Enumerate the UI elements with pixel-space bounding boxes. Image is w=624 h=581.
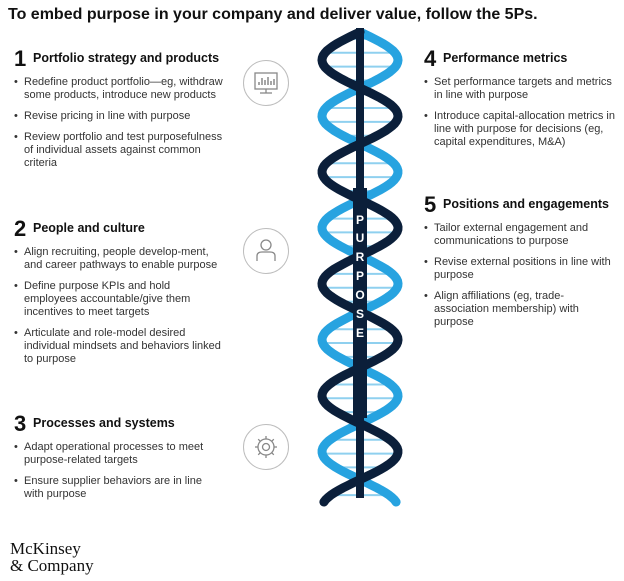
- logo-line-1: McKinsey: [10, 539, 81, 558]
- list-item: Ensure supplier behaviors are in line wi…: [14, 475, 224, 501]
- purpose-letter: O: [355, 288, 365, 302]
- purpose-letter: P: [355, 269, 364, 283]
- list-item: Tailor external engagement and communica…: [424, 222, 616, 248]
- purpose-letter: E: [355, 326, 364, 340]
- helix-core-bottom: [356, 418, 364, 498]
- list-item: Articulate and role-model desired indivi…: [14, 327, 224, 366]
- section-performance: 4 Performance metrics Set performance ta…: [424, 46, 616, 157]
- list-item: Adapt operational processes to meet purp…: [14, 441, 224, 467]
- monitor-chart-icon: [243, 60, 289, 106]
- section-title: People and culture: [33, 221, 145, 235]
- section-portfolio: 1 Portfolio strategy and products Redefi…: [14, 46, 224, 178]
- person-icon: [243, 228, 289, 274]
- section-title: Portfolio strategy and products: [33, 51, 220, 65]
- section-title: Performance metrics: [443, 51, 568, 65]
- list-item: Define purpose KPIs and hold employees a…: [14, 280, 224, 319]
- purpose-letter: R: [355, 250, 365, 264]
- list-item: Revise external positions in line with p…: [424, 256, 616, 282]
- gear-icon: [243, 424, 289, 470]
- section-number: 5: [424, 192, 437, 217]
- helix-core-top: [356, 28, 364, 188]
- list-item: Set performance targets and metrics in l…: [424, 76, 616, 102]
- list-item: Revise pricing in line with purpose: [14, 110, 224, 123]
- list-item: Align affiliations (eg, trade-associatio…: [424, 290, 616, 329]
- section-people: 2 People and culture Align recruiting, p…: [14, 216, 224, 374]
- section-number: 3: [14, 411, 27, 436]
- mckinsey-logo: McKinsey & Company: [10, 540, 94, 574]
- section-number: 2: [14, 216, 27, 241]
- list-item: Review portfolio and test purposefulness…: [14, 131, 224, 170]
- dna-helix: [317, 28, 403, 507]
- section-number: 1: [14, 46, 27, 71]
- section-title: Processes and systems: [33, 416, 175, 430]
- purpose-letter: P: [355, 213, 364, 227]
- section-processes: 3 Processes and systems Adapt operationa…: [14, 411, 224, 509]
- list-item: Redefine product portfolio—eg, withdraw …: [14, 76, 224, 102]
- logo-line-2: & Company: [10, 556, 94, 575]
- section-positions: 5 Positions and engagements Tailor exter…: [424, 192, 616, 337]
- purpose-letter: U: [355, 231, 365, 245]
- purpose-letter: S: [355, 307, 364, 321]
- section-title: Positions and engagements: [443, 197, 610, 211]
- section-number: 4: [424, 46, 437, 71]
- list-item: Align recruiting, people develop-ment, a…: [14, 246, 224, 272]
- list-item: Introduce capital-allocation metrics in …: [424, 110, 616, 149]
- purpose-bar: [353, 188, 367, 418]
- page-title: To embed purpose in your company and del…: [8, 6, 538, 23]
